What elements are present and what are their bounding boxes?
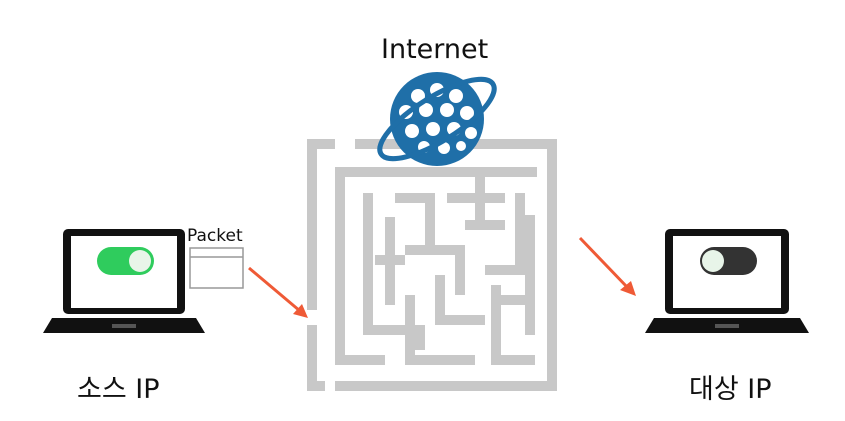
- source-ip-label: 소스 IP: [77, 374, 160, 405]
- destination-ip-label: 대상 IP: [689, 374, 772, 405]
- arrow-to-destination: [578, 236, 636, 296]
- internet-label: Internet: [381, 34, 489, 65]
- maze-icon: [307, 139, 557, 391]
- toggle-on-icon: [97, 247, 154, 275]
- destination-laptop: [645, 229, 809, 333]
- packet-window-icon: [189, 247, 244, 289]
- arrow-to-network: [248, 266, 308, 318]
- source-laptop: [43, 229, 205, 333]
- packet-label: Packet: [187, 226, 243, 246]
- internet-globe-icon: [377, 72, 497, 166]
- toggle-off-icon: [700, 247, 757, 275]
